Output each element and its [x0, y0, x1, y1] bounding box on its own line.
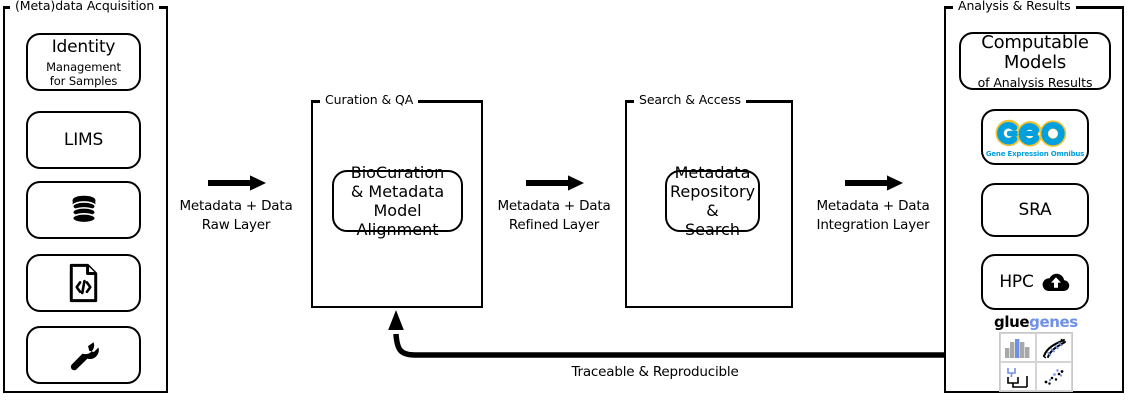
gluegenes-wordmark: gluegenes [994, 314, 1078, 331]
flow-refined-line1: Metadata + Data [497, 198, 611, 214]
card-identity-title: Identity [51, 36, 116, 57]
card-computable-models-title: Computable Models [981, 31, 1089, 73]
card-sra[interactable]: SRA [981, 183, 1089, 237]
panel-frame [3, 6, 168, 393]
flow-integration: Metadata + Data Integration Layer [805, 170, 941, 234]
flow-refined-line2: Refined Layer [508, 217, 600, 233]
panel-top-left-cap [3, 6, 13, 9]
card-database[interactable] [26, 181, 141, 239]
flow-integration-line2: Integration Layer [816, 217, 930, 233]
card-identity-sub1: Management [46, 59, 121, 74]
card-metadata-sub1: Repository & [669, 182, 756, 220]
panel-frame [311, 100, 483, 308]
panel-legend-curation: Curation & QA [320, 91, 419, 108]
database-icon [67, 193, 101, 227]
panel-frame [625, 100, 793, 308]
dna-helix-icon [1035, 333, 1072, 362]
panel-legend-search: Search & Access [634, 91, 746, 108]
panel-analysis-results: Analysis & Results Computable Models of … [944, 0, 1124, 393]
feedback-arrow-label: Traceable & Reproducible [571, 364, 739, 380]
geo-logo-subtitle: Gene Expression Omnibus [985, 149, 1085, 158]
card-biocuration-sub1: & Metadata Model [350, 182, 445, 220]
panel-top-left-cap [311, 100, 321, 103]
wrench-icon [66, 337, 102, 373]
code-file-icon [67, 263, 100, 303]
gluegenes-word-genes: genes [1029, 313, 1078, 331]
card-geo[interactable]: Gene Expression Omnibus [981, 109, 1089, 165]
card-identity[interactable]: Identity Management for Samples [26, 33, 141, 91]
flow-refined: Metadata + Data Refined Layer [490, 170, 618, 234]
gluegenes-tile-grid [998, 332, 1073, 392]
flow-integration-line1: Metadata + Data [816, 198, 930, 214]
card-hpc[interactable]: HPC [981, 254, 1089, 310]
panel-top-right-cap [416, 100, 483, 103]
card-sra-title: SRA [1018, 200, 1052, 220]
cloud-upload-icon [1041, 270, 1071, 294]
card-computable-models[interactable]: Computable Models of Analysis Results [959, 32, 1111, 90]
arrow-right-icon [805, 170, 941, 196]
panel-top-right-cap [1074, 6, 1124, 9]
card-metadata-repository[interactable]: Metadata Repository & Search [665, 163, 760, 239]
card-biocuration-sub2: Alignment [356, 220, 439, 239]
dendrogram-icon [999, 362, 1036, 391]
card-metadata-sub2: Search [685, 220, 740, 239]
scatter-plot-icon [1035, 362, 1072, 391]
panel-legend-acquisition: (Meta)data Acquisition [10, 0, 160, 14]
panel-top-right-cap [742, 100, 793, 103]
card-lims[interactable]: LIMS [26, 111, 141, 169]
panel-top-left-cap [625, 100, 635, 103]
card-wrench[interactable] [26, 326, 141, 384]
panel-frame [944, 6, 1124, 393]
card-code-file[interactable] [26, 254, 141, 312]
bar-chart-icon [999, 333, 1036, 362]
gluegenes-logo[interactable]: gluegenes [994, 314, 1078, 392]
panel-legend-analysis: Analysis & Results [953, 0, 1076, 14]
flow-raw-line2: Raw Layer [201, 217, 271, 233]
panel-metadata-acquisition: (Meta)data Acquisition Identity Manageme… [3, 0, 168, 393]
card-hpc-title: HPC [999, 272, 1034, 292]
geo-logo: Gene Expression Omnibus [986, 117, 1084, 158]
card-biocuration-title: BioCuration [350, 163, 445, 182]
gluegenes-word-glue: glue [994, 313, 1030, 331]
arrow-right-icon [172, 170, 300, 196]
card-lims-title: LIMS [63, 130, 104, 150]
arrow-right-icon [490, 170, 618, 196]
panel-curation-qa: Curation & QA BioCuration & Metadata Mod… [311, 91, 483, 308]
card-biocuration[interactable]: BioCuration & Metadata Model Alignment [332, 163, 463, 239]
card-identity-sub2: for Samples [49, 73, 118, 88]
card-metadata-title: Metadata [674, 163, 751, 182]
panel-top-left-cap [944, 6, 954, 9]
flow-raw-line1: Metadata + Data [179, 198, 293, 214]
flow-raw: Metadata + Data Raw Layer [172, 170, 300, 234]
card-computable-models-sub: of Analysis Results [977, 74, 1093, 90]
panel-search-access: Search & Access Metadata Repository & Se… [625, 91, 793, 308]
